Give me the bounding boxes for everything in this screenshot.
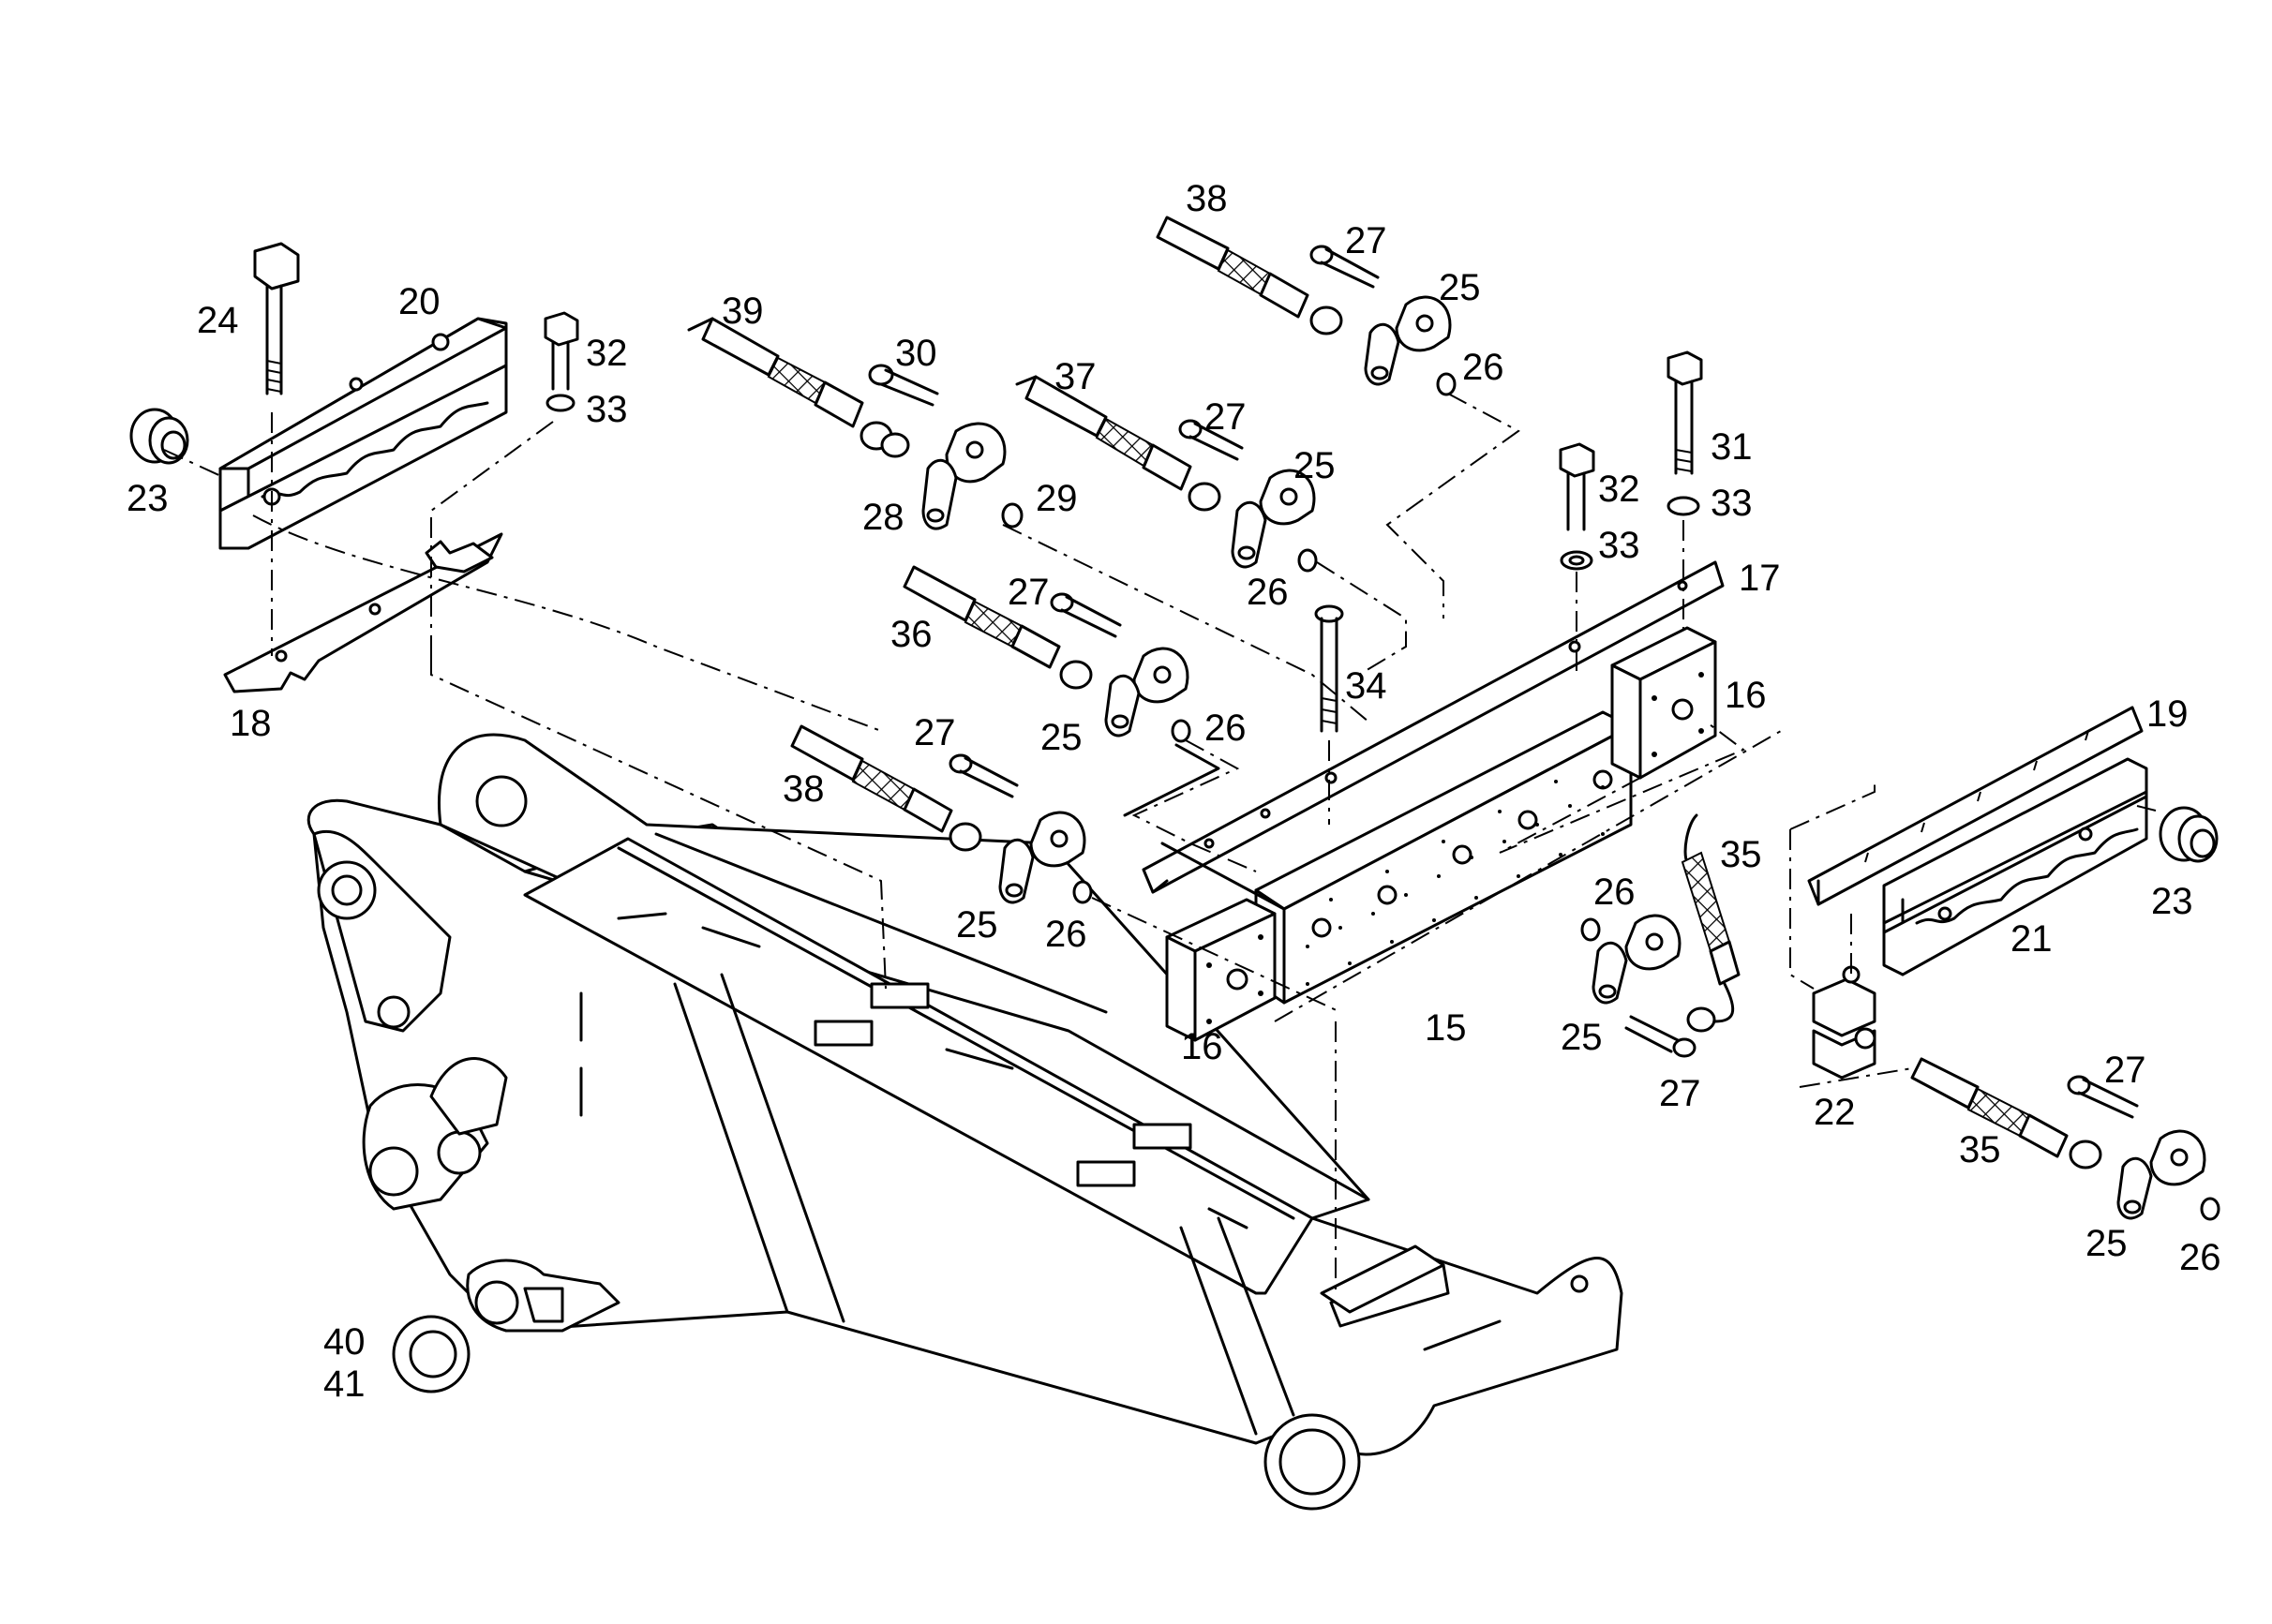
label-38-lower: 38: [783, 768, 825, 810]
label-22: 22: [1814, 1092, 1856, 1133]
label-38-upper: 38: [1186, 178, 1228, 219]
label-24: 24: [197, 300, 239, 341]
label-19: 19: [2146, 693, 2189, 735]
clamp-block-20: [218, 317, 508, 550]
label-32-left: 32: [586, 333, 628, 374]
label-27-b: 27: [1204, 396, 1247, 438]
assembly-centerlines: [163, 393, 2157, 1293]
hose-36: [903, 565, 1093, 690]
label-23-left: 23: [127, 478, 169, 519]
oring-26-a: [1436, 372, 1457, 396]
label-35-lower: 35: [1959, 1129, 2001, 1170]
label-29: 29: [1036, 478, 1078, 519]
flange-25-c: [1104, 647, 1189, 738]
label-27-a: 27: [1345, 220, 1387, 261]
bolt-30: [868, 364, 939, 407]
oring-26-d: [1072, 880, 1093, 904]
part-labels: 15 16 16 17 18 19 20 21 22 23 23 24 25 2…: [127, 178, 2221, 1405]
label-27-e: 27: [1659, 1073, 1701, 1114]
flange-25-e: [1592, 914, 1682, 1005]
label-18: 18: [230, 703, 272, 744]
hose-35-lower: [1910, 1057, 2102, 1170]
label-27-c: 27: [1008, 572, 1050, 613]
flange-half-28: [921, 422, 1007, 530]
label-20: 20: [398, 281, 441, 322]
label-25-b: 25: [1293, 445, 1336, 486]
plate-19: [1807, 706, 2144, 906]
hose-35-bent: [1681, 813, 1741, 1033]
label-39: 39: [722, 291, 764, 332]
bolt-32-right: [1559, 442, 1595, 571]
bolt-31: [1667, 350, 1703, 516]
block-16-right: [1610, 626, 1717, 780]
hose-39: [687, 317, 910, 458]
label-26-b: 26: [1247, 572, 1289, 613]
plug-23-left: [129, 408, 189, 465]
label-15: 15: [1425, 1007, 1467, 1049]
hose-38-lower: [790, 724, 982, 852]
label-37: 37: [1054, 356, 1097, 397]
label-25-e: 25: [1561, 1017, 1603, 1058]
flange-25-b: [1231, 469, 1316, 569]
label-32-right: 32: [1598, 469, 1640, 510]
hose-38-upper: [1156, 216, 1343, 335]
label-26-f: 26: [2179, 1237, 2221, 1278]
bolt-32-left: [544, 311, 579, 412]
label-31: 31: [1711, 426, 1753, 468]
bolt-27-c: [1050, 592, 1122, 638]
label-27-f: 27: [2104, 1050, 2146, 1091]
oring-29: [1001, 502, 1024, 529]
bolt-27-f: [2067, 1075, 2139, 1119]
label-23-right: 23: [2151, 881, 2193, 922]
label-33-left: 33: [586, 389, 628, 430]
label-33-mid: 33: [1598, 525, 1640, 566]
label-26-d: 26: [1045, 914, 1087, 955]
label-40: 40: [323, 1321, 366, 1363]
plug-23-right: [2159, 806, 2219, 863]
flange-25-f: [2116, 1129, 2206, 1220]
oring-26-f: [2200, 1197, 2220, 1221]
label-26-a: 26: [1462, 347, 1504, 388]
label-25-d: 25: [956, 904, 998, 946]
label-33-right: 33: [1711, 483, 1753, 524]
label-36: 36: [890, 614, 933, 655]
clamp-block-21: [1882, 757, 2148, 976]
bolt-27-d: [949, 753, 1019, 798]
block-16-left: [1165, 898, 1277, 1042]
flange-25-a: [1364, 295, 1452, 386]
oring-26-e: [1580, 917, 1601, 942]
plate-18: [223, 532, 503, 693]
oring-26-c: [1171, 719, 1191, 743]
label-27-d: 27: [914, 712, 956, 753]
label-21: 21: [2010, 918, 2053, 960]
label-35-upper: 35: [1720, 834, 1762, 875]
label-25-c: 25: [1040, 717, 1083, 758]
label-41: 41: [323, 1363, 366, 1405]
label-16-right: 16: [1725, 675, 1767, 716]
label-17: 17: [1739, 558, 1781, 599]
clamp-22: [1812, 965, 1876, 1080]
label-26-e: 26: [1593, 872, 1636, 913]
washer-40-41: [392, 1315, 471, 1393]
label-26-c: 26: [1204, 708, 1247, 749]
label-28: 28: [862, 497, 904, 538]
bolt-24: [253, 242, 300, 395]
bolt-27-e: [1624, 1015, 1697, 1058]
label-30: 30: [895, 333, 937, 374]
flange-25-d: [998, 811, 1086, 904]
bolt-34: [1314, 604, 1344, 733]
boom-arm: [306, 733, 1623, 1511]
manifold-block-15: [1254, 710, 1633, 1005]
bolt-27-a: [1309, 245, 1380, 289]
label-34: 34: [1345, 665, 1387, 707]
label-25-f: 25: [2085, 1223, 2128, 1264]
label-25-a: 25: [1439, 267, 1481, 308]
oring-26-b: [1297, 548, 1318, 573]
bolt-27-b: [1178, 419, 1244, 461]
hose-37: [1015, 375, 1221, 512]
label-16-left: 16: [1181, 1026, 1223, 1067]
